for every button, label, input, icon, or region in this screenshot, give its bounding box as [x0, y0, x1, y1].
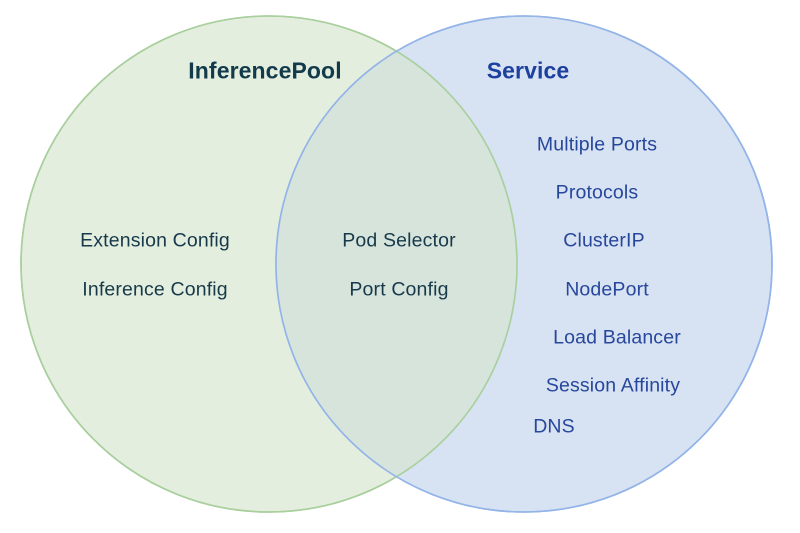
- item-service-7[interactable]: DNS: [533, 415, 575, 438]
- item-service-2[interactable]: Protocols: [555, 181, 639, 204]
- item-inferencepool-2[interactable]: Inference Config: [82, 278, 228, 301]
- circle-service-outline: [275, 15, 773, 513]
- item-shared-2[interactable]: Port Config: [349, 278, 449, 301]
- item-service-5[interactable]: Load Balancer: [553, 326, 681, 349]
- title-inferencepool: InferencePool: [188, 57, 342, 84]
- title-service: Service: [486, 57, 570, 84]
- item-service-6[interactable]: Session Affinity: [545, 374, 681, 397]
- item-service-1[interactable]: Multiple Ports: [536, 133, 658, 156]
- item-shared-1[interactable]: Pod Selector: [342, 229, 456, 252]
- item-service-3[interactable]: ClusterIP: [563, 229, 645, 252]
- item-inferencepool-1[interactable]: Extension Config: [80, 229, 230, 252]
- circle-overlap-region[interactable]: [276, 16, 772, 512]
- item-service-4[interactable]: NodePort: [565, 278, 649, 301]
- circle-inferencepool-outline: [20, 15, 518, 513]
